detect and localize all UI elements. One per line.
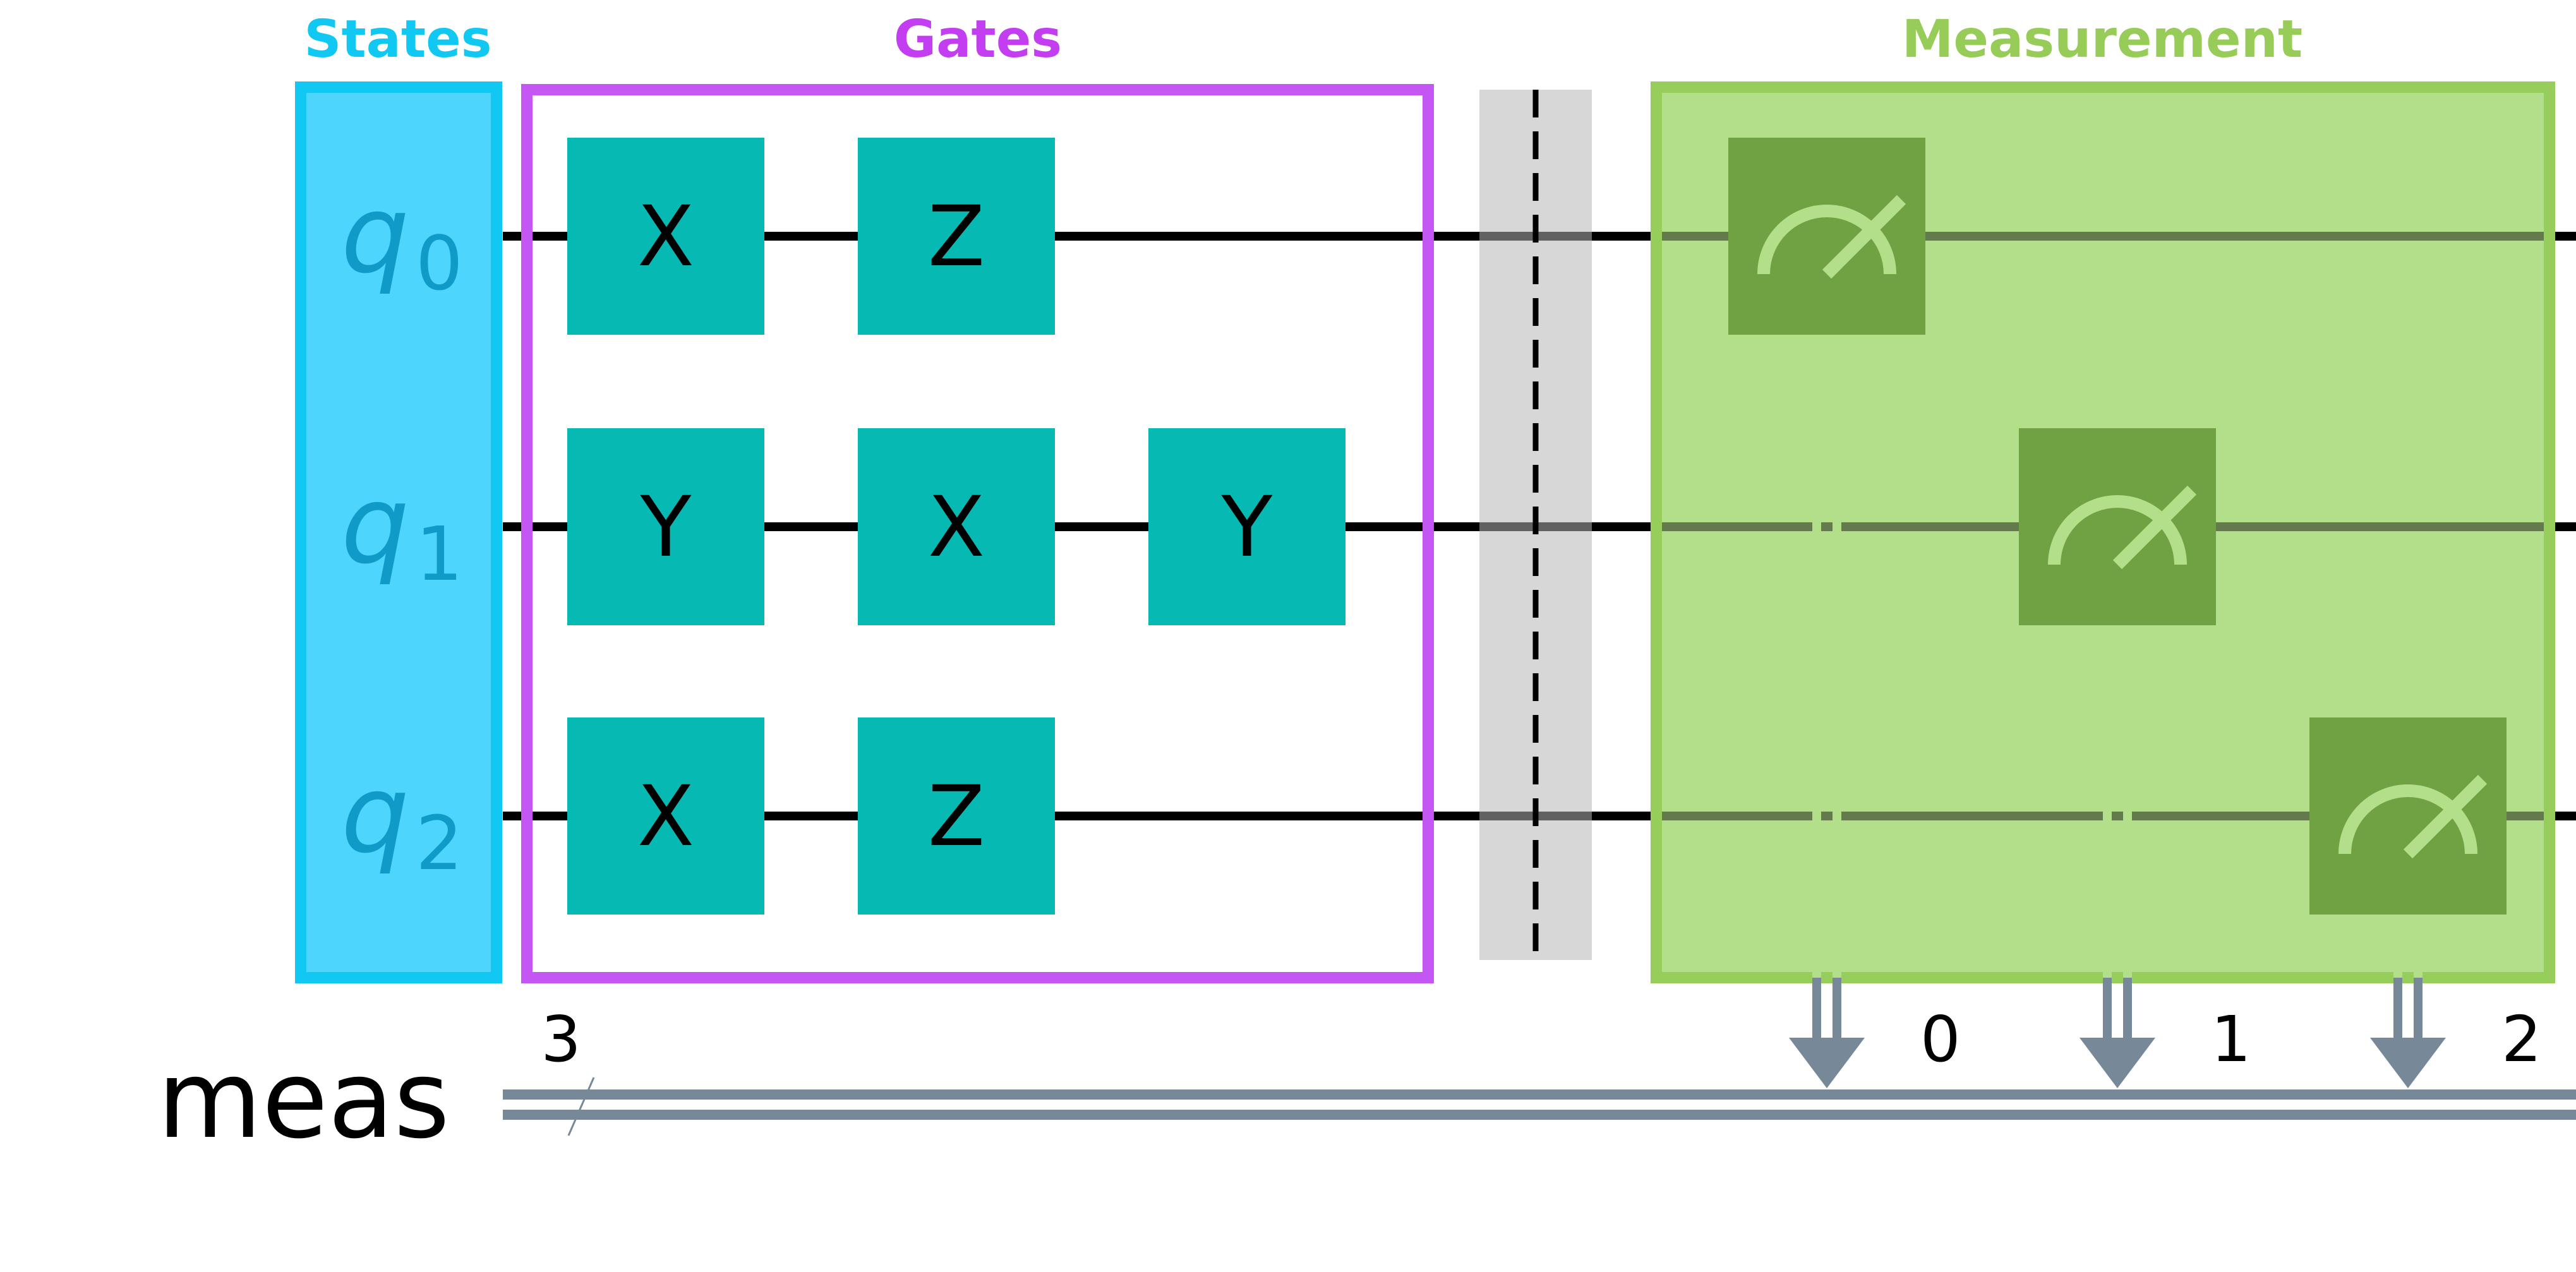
clbit-index-1: 1	[2211, 1002, 2251, 1076]
gate-z-q0: Z	[858, 138, 1055, 335]
gate-box	[858, 428, 1055, 625]
measure-q1: 1	[2019, 428, 2251, 1088]
gate-label: X	[637, 188, 694, 285]
gate-box	[858, 717, 1055, 915]
gate-label: X	[928, 479, 985, 576]
gate-label: Y	[640, 479, 692, 576]
measure-box	[2019, 428, 2216, 625]
measure-box	[1728, 138, 1925, 335]
gate-box	[567, 428, 764, 625]
gate-label: Z	[928, 768, 985, 865]
register-size: 3	[541, 1002, 581, 1076]
gate-box	[567, 138, 764, 335]
qubit-label-0: q0	[341, 172, 463, 307]
qubit-label-2: q2	[341, 752, 463, 887]
gate-box	[858, 138, 1055, 335]
qubit-index-1: 1	[416, 510, 463, 597]
gate-y-q1: Y	[567, 428, 764, 625]
measure-q2: 2	[2309, 717, 2542, 1088]
measure-arrow	[1789, 1038, 1865, 1088]
gate-box	[1148, 428, 1345, 625]
measure-meter-icon	[2338, 774, 2488, 859]
measure-meter-icon	[2048, 485, 2197, 570]
measure-arrow	[2079, 1038, 2155, 1088]
register-size-slash	[567, 1077, 595, 1136]
gate-z-q2: Z	[858, 717, 1055, 915]
gate-x-q1: X	[858, 428, 1055, 625]
gate-label: Z	[928, 188, 985, 285]
gate-x-q0: X	[567, 138, 764, 335]
gate-y-q1: Y	[1148, 428, 1345, 625]
gates-title: Gates	[894, 9, 1062, 69]
gate-label: X	[637, 768, 694, 865]
classical-register-label: meas	[157, 1038, 450, 1163]
measurement-title: Measurement	[1902, 9, 2302, 69]
qubit-index-2: 2	[416, 800, 463, 887]
states-box	[295, 81, 502, 983]
qubit-index-0: 0	[416, 220, 463, 307]
measure-meter-icon	[1757, 195, 1906, 279]
gate-box	[567, 717, 764, 915]
measure-q0: 0	[1728, 138, 1961, 1088]
gate-layer: X Z Y X Y X Z	[567, 138, 1345, 915]
measure-box	[2309, 717, 2507, 915]
measure-layer: 0 1 2	[1728, 138, 2542, 1088]
gates-box	[521, 84, 1434, 983]
gate-x-q2: X	[567, 717, 764, 915]
gate-label: Y	[1221, 479, 1273, 576]
clbit-index-0: 0	[1920, 1002, 1961, 1076]
states-title: States	[304, 9, 491, 69]
clbit-index-2: 2	[2501, 1002, 2542, 1076]
measure-arrow	[2370, 1038, 2446, 1088]
